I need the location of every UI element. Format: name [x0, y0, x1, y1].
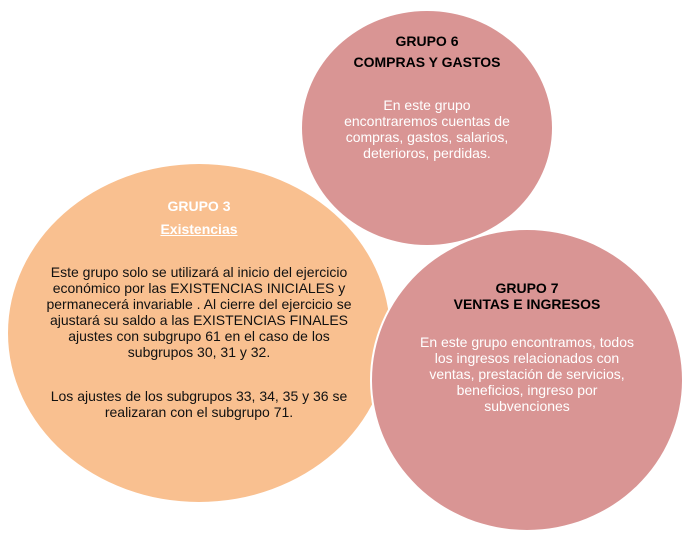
grupo-6-circle: GRUPO 6 COMPRAS Y GASTOS En este grupo e… — [300, 9, 554, 247]
grupo-3-subtitle: Existencias — [160, 221, 238, 237]
grupo-3-body-paragraph-2: Los ajustes de los subgrupos 33, 34, 35 … — [50, 388, 348, 420]
grupo-7-title: GRUPO 7 — [495, 280, 559, 296]
grupo-3-body-paragraph-1: Este grupo solo se utilizará al inicio d… — [46, 264, 352, 360]
grupo-7-body: En este grupo encontramos, todos los ing… — [419, 334, 635, 414]
grupo-6-body: En este grupo encontraremos cuentas de c… — [344, 97, 510, 161]
grupo-6-title: GRUPO 6 — [395, 33, 459, 49]
grupo-3-title: GRUPO 3 — [167, 198, 231, 214]
grupo-7-subtitle: VENTAS E INGRESOS — [453, 296, 601, 312]
grupo-6-subtitle: COMPRAS Y GASTOS — [353, 54, 501, 70]
grupo-3-circle: GRUPO 3 Existencias Este grupo solo se u… — [6, 162, 392, 504]
grupo-7-circle: GRUPO 7 VENTAS E INGRESOS En este grupo … — [370, 228, 684, 532]
